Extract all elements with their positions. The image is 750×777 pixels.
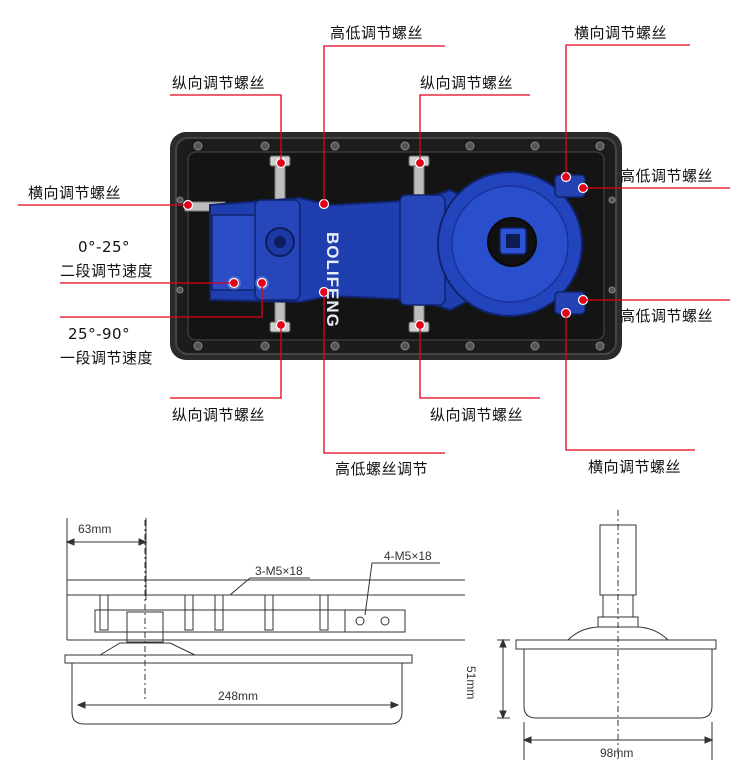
label-left-lateral-screw: 横向调节螺丝 (28, 184, 122, 202)
brand-logo-text: BOLIFENG (323, 232, 342, 328)
label-left-longitudinal-bottom: 纵向调节螺丝 (172, 406, 266, 424)
label-bottom-height-adjust: 高低螺丝调节 (335, 460, 429, 478)
side-view-drawing (64, 518, 465, 725)
label-right-height-top: 高低调节螺丝 (620, 167, 714, 185)
label-top-right-lateral-screw: 横向调节螺丝 (574, 24, 668, 42)
leader-lines (18, 44, 730, 454)
label-mid-longitudinal-top: 纵向调节螺丝 (420, 74, 514, 92)
label-speed1-name: 一段调节速度 (60, 349, 154, 367)
dim-length: 248mm (218, 689, 259, 703)
label-speed2-angle: 0°-25° (78, 238, 131, 256)
label-speed2-name: 二段调节速度 (60, 262, 154, 280)
label-bottom-right-lateral: 横向调节螺丝 (588, 458, 682, 476)
label-right-height-bottom: 高低调节螺丝 (620, 307, 714, 325)
floor-spring-photo (170, 132, 622, 360)
dim-width: 98mm (600, 746, 634, 760)
dim-screws-3: 3-M5×18 (255, 564, 303, 578)
label-speed1-angle: 25°-90° (68, 325, 131, 343)
dim-screws-4: 4-M5×18 (384, 549, 432, 563)
label-mid-longitudinal-bottom: 纵向调节螺丝 (430, 406, 524, 424)
label-left-longitudinal-top: 纵向调节螺丝 (172, 74, 266, 92)
end-view-drawing (497, 510, 717, 760)
dim-height: 51mm (464, 666, 478, 700)
dim-offset: 63mm (78, 522, 112, 536)
label-top-height-screw: 高低调节螺丝 (330, 24, 424, 42)
